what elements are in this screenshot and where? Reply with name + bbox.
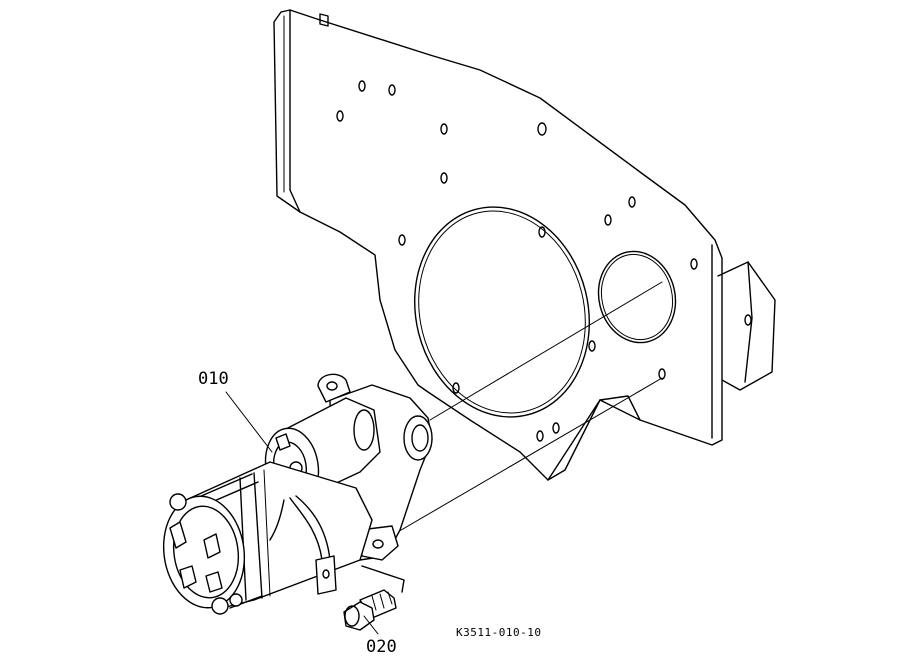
- starter-motor: [162, 373, 433, 615]
- bolt: [343, 565, 405, 631]
- assembly-lines: [383, 281, 663, 541]
- mounting-plate: [273, 9, 776, 481]
- leader-lines: [225, 391, 379, 635]
- part-label-010: 010: [198, 369, 229, 389]
- plate-holes: [336, 80, 698, 442]
- drawing-code: K3511-010-10: [456, 626, 541, 639]
- part-label-020: 020: [366, 637, 397, 657]
